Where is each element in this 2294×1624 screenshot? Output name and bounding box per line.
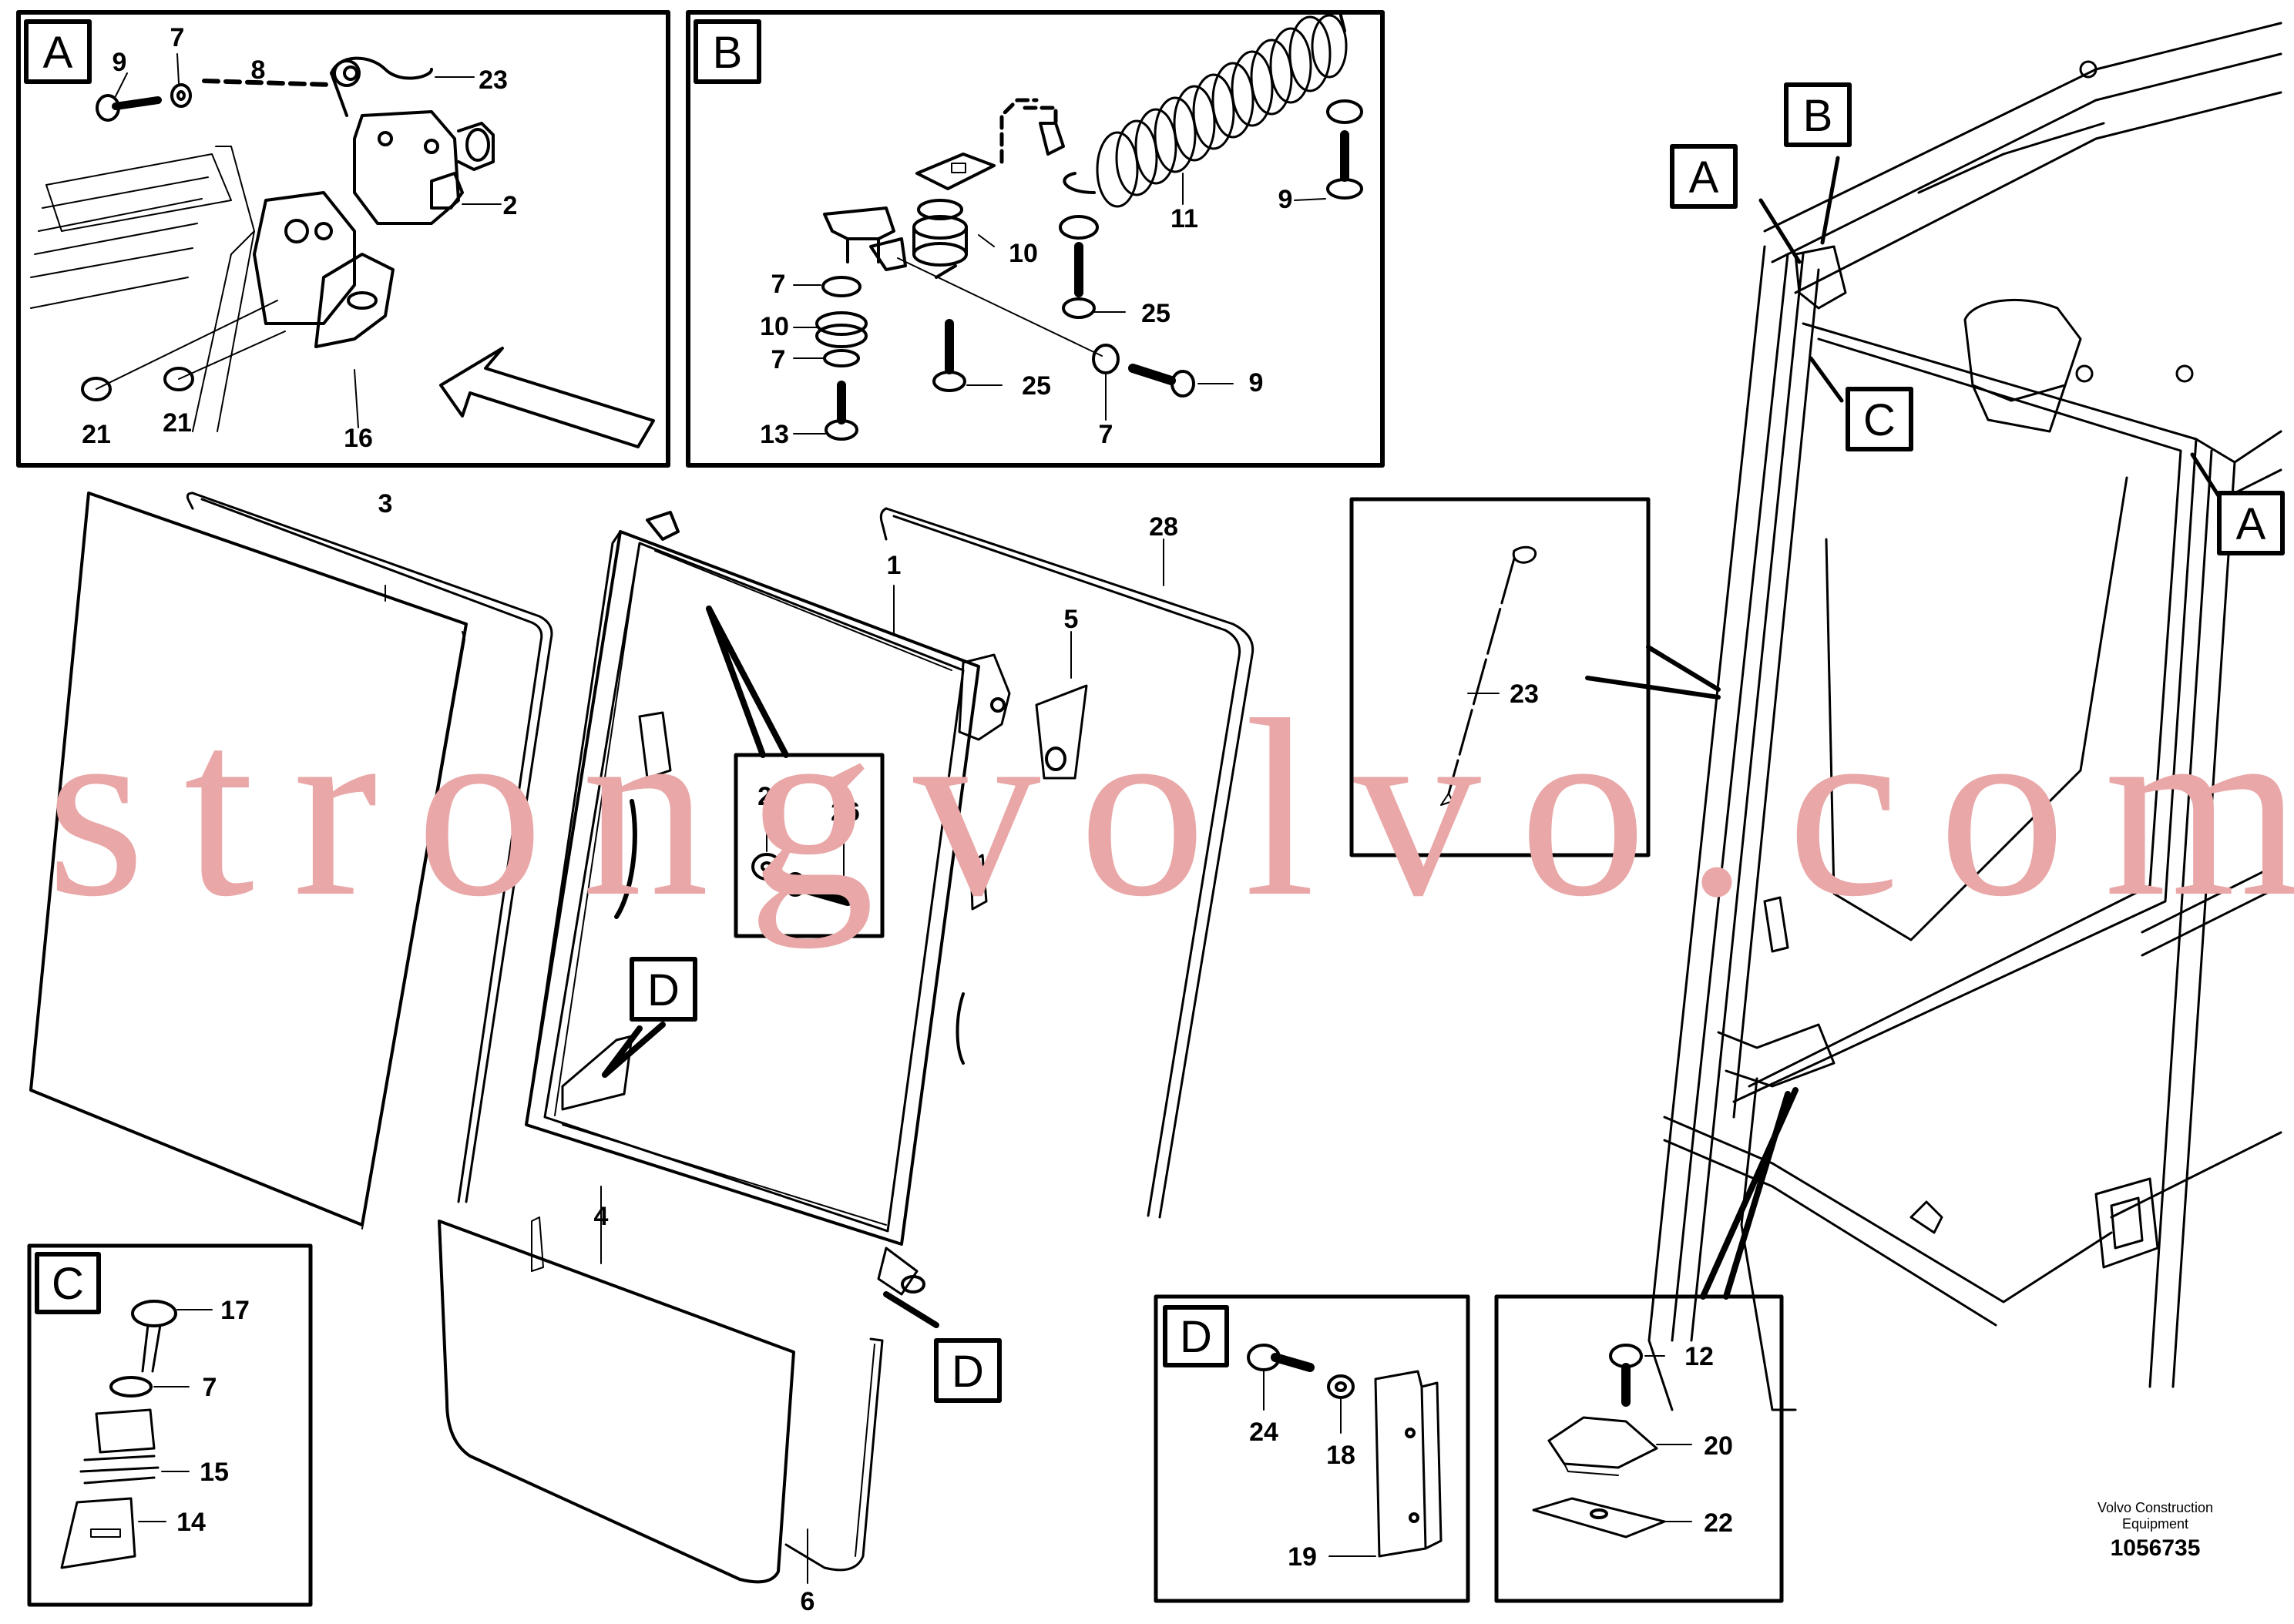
part-21: 21 <box>82 420 111 449</box>
part-4: 4 <box>594 1202 609 1231</box>
label-d-detail: D <box>1180 1312 1212 1362</box>
part-28: 28 <box>1149 512 1178 542</box>
part-9: 9 <box>1278 185 1293 214</box>
part-15: 15 <box>200 1458 229 1487</box>
label-b-cabin: B <box>1803 91 1833 141</box>
label-a-detail: A <box>43 28 73 78</box>
part-20: 20 <box>1704 1431 1733 1461</box>
part-3: 3 <box>378 489 393 518</box>
part-5: 5 <box>1064 605 1079 634</box>
part-10: 10 <box>1009 239 1038 268</box>
part-6: 6 <box>801 1587 815 1616</box>
pointer-d <box>883 1291 939 1328</box>
detail-bumper <box>1494 1087 1799 1603</box>
part-11: 11 <box>1171 204 1198 233</box>
drawing-credit: Volvo Construction Equipment 1056735 <box>2055 1500 2255 1562</box>
detail-23 <box>1349 497 1721 857</box>
part-7: 7 <box>771 345 786 374</box>
part-labels: 9 7 8 23 2 21 21 16 7 10 7 13 10 25 25 1… <box>82 23 1733 1616</box>
callout-27-26 <box>734 753 885 938</box>
credit-line-2: Equipment <box>2121 1516 2189 1532</box>
part-9: 9 <box>113 48 127 77</box>
part-26: 26 <box>831 797 860 827</box>
part-13: 13 <box>760 420 789 449</box>
part-18: 18 <box>1326 1441 1355 1470</box>
label-c-detail: C <box>52 1259 84 1309</box>
letter-labels: A B C D A B C A D D <box>43 28 2266 1397</box>
credit-line-1: Volvo Construction <box>2097 1500 2214 1515</box>
part-17: 17 <box>220 1296 250 1325</box>
detail-b <box>686 10 1385 468</box>
part-12: 12 <box>1684 1342 1714 1371</box>
part-7: 7 <box>170 23 185 52</box>
glass-panel <box>29 492 553 1230</box>
label-b-detail: B <box>713 28 743 78</box>
drawing-number: 1056735 <box>2110 1535 2201 1561</box>
part-22: 22 <box>1704 1508 1733 1538</box>
part-25: 25 <box>1141 299 1171 328</box>
door-seal <box>879 507 1254 1219</box>
latch-cover <box>1035 631 1088 780</box>
part-8: 8 <box>251 55 266 85</box>
part-7: 7 <box>1099 420 1113 449</box>
detail-d <box>1154 1294 1470 1603</box>
part-14: 14 <box>176 1508 206 1537</box>
label-a-cabin-right: A <box>2236 499 2266 549</box>
part-1: 1 <box>887 551 902 580</box>
part-23: 23 <box>479 65 508 95</box>
part-25: 25 <box>1022 371 1051 401</box>
label-a-cabin: A <box>1689 153 1719 203</box>
cabin <box>1647 22 2282 1411</box>
part-7: 7 <box>771 270 786 299</box>
detail-c <box>27 1243 313 1607</box>
part-21: 21 <box>163 408 192 438</box>
part-23: 23 <box>1510 679 1539 709</box>
part-7: 7 <box>203 1373 217 1402</box>
part-16: 16 <box>344 424 373 453</box>
door-frame <box>525 511 1011 1296</box>
lower-panel <box>438 1186 884 1584</box>
part-10: 10 <box>760 312 789 341</box>
label-d-hinge: D <box>952 1347 984 1397</box>
label-c-cabin: C <box>1863 395 1896 445</box>
part-19: 19 <box>1288 1542 1317 1572</box>
detail-a <box>16 10 670 468</box>
part-24: 24 <box>1249 1418 1278 1447</box>
label-d-door: D <box>647 965 680 1015</box>
part-2: 2 <box>503 191 518 220</box>
letter-boxes <box>24 19 2285 1403</box>
part-27: 27 <box>757 782 787 811</box>
part-9: 9 <box>1249 368 1264 398</box>
